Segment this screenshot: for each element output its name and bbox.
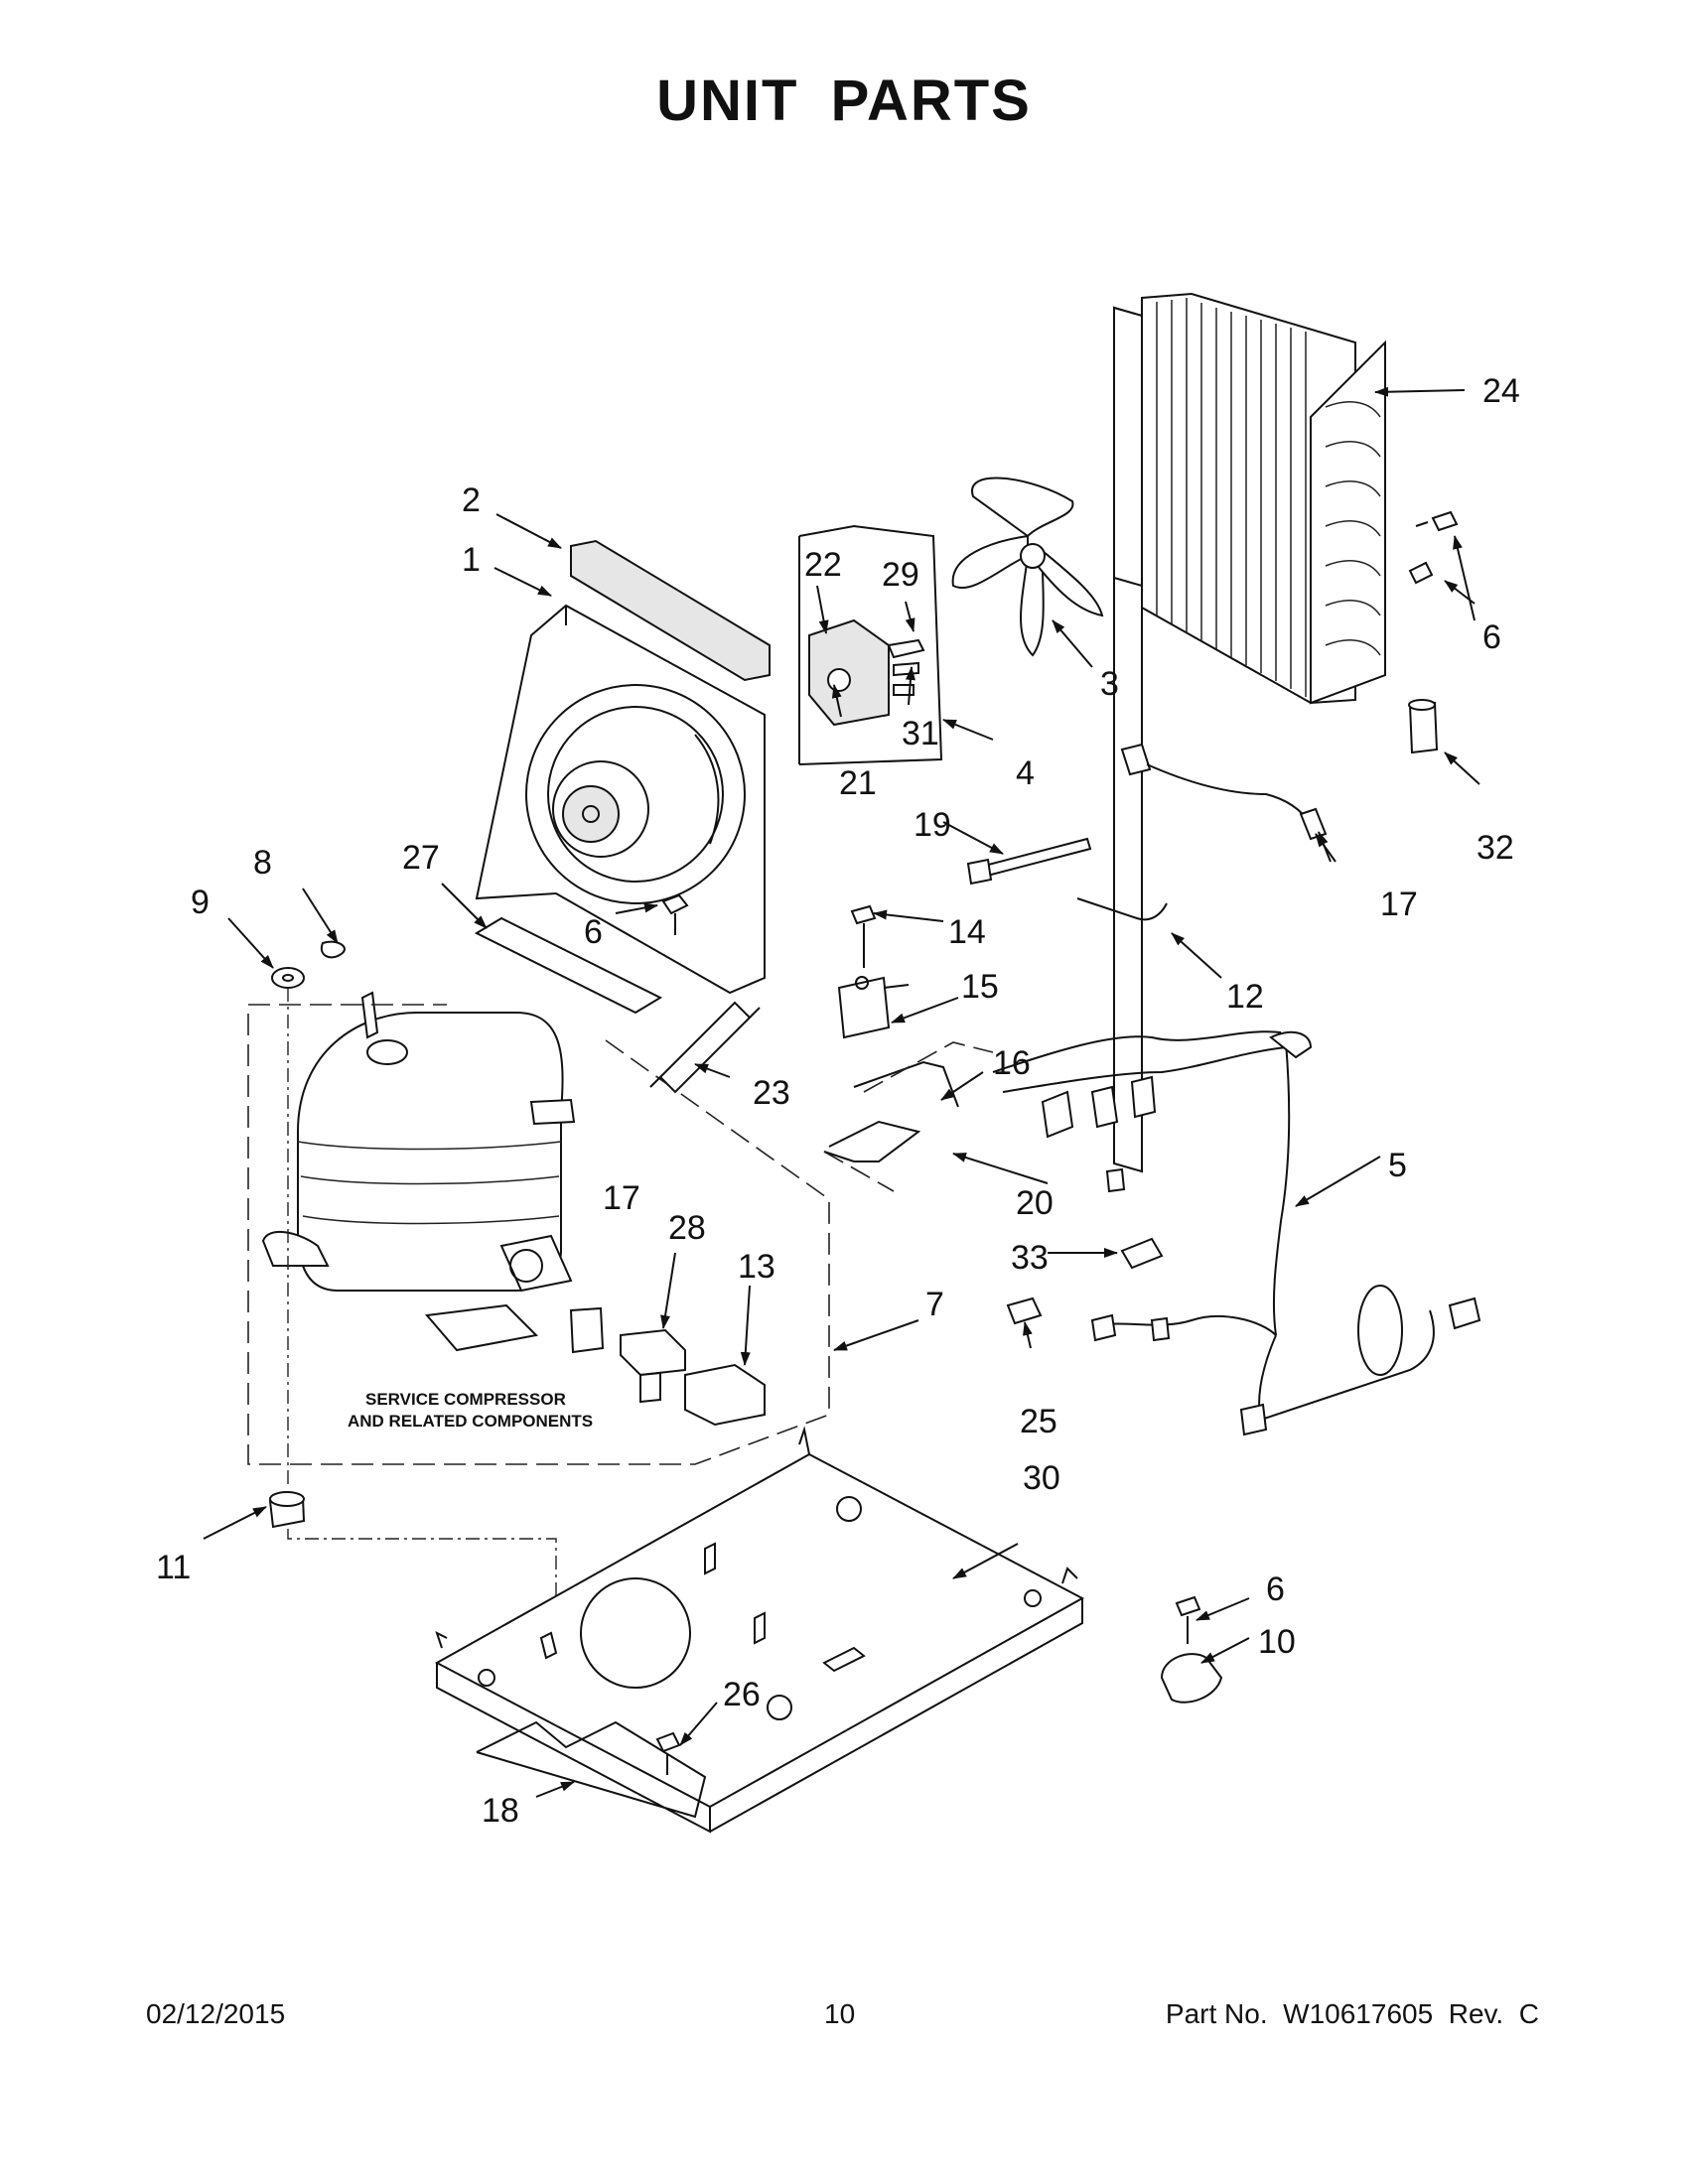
compressor bbox=[261, 991, 576, 1352]
callout-6-clamp: 6 bbox=[1266, 1570, 1285, 1608]
relay-17 bbox=[569, 1306, 605, 1354]
callout-33: 33 bbox=[1011, 1239, 1049, 1277]
callout-6-condenser: 6 bbox=[1482, 618, 1501, 656]
spacer-32 bbox=[1408, 699, 1439, 754]
service-note-line-2: AND RELATED COMPONENTS bbox=[348, 1412, 593, 1431]
leader-lines bbox=[203, 386, 1480, 1798]
callout-18: 18 bbox=[482, 1792, 519, 1830]
service-boundary bbox=[247, 1004, 830, 1465]
capacitor-13 bbox=[684, 1363, 766, 1427]
callout-15: 15 bbox=[961, 968, 999, 1006]
clip-33 bbox=[1120, 1237, 1164, 1270]
callout-22: 22 bbox=[804, 546, 842, 584]
tube-16 bbox=[853, 1060, 959, 1108]
callout-labels: 1 2 3 4 5 6 6 6 6 7 8 9 10 11 12 13 14 1… bbox=[156, 372, 1520, 1830]
callout-16: 16 bbox=[993, 1044, 1031, 1082]
callout-14: 14 bbox=[948, 913, 986, 951]
callout-4: 4 bbox=[1016, 754, 1035, 792]
callout-8: 8 bbox=[253, 844, 272, 882]
callout-6-shroud: 6 bbox=[584, 913, 603, 951]
condenser bbox=[1113, 292, 1386, 1173]
solenoid-coil-15 bbox=[837, 976, 910, 1039]
tube-20 bbox=[823, 1041, 994, 1192]
gasket-18 bbox=[476, 1720, 707, 1819]
callout-30: 30 bbox=[1023, 1459, 1060, 1497]
callout-23: 23 bbox=[753, 1074, 790, 1112]
overload-28 bbox=[620, 1328, 686, 1404]
page-title: UNIT PARTS bbox=[656, 68, 1032, 133]
footer-date: 02/12/2015 bbox=[146, 1998, 286, 2029]
screw-26 bbox=[655, 1731, 681, 1775]
fan-motor-assembly bbox=[798, 524, 943, 765]
tube-12 bbox=[1076, 897, 1168, 921]
callout-26: 26 bbox=[723, 1676, 761, 1713]
cable-tie-19 bbox=[966, 837, 1092, 886]
screw-14 bbox=[850, 904, 877, 968]
callout-17-harness: 17 bbox=[1380, 886, 1418, 923]
harness-17 bbox=[1120, 743, 1328, 841]
callout-29: 29 bbox=[882, 556, 919, 594]
callout-21: 21 bbox=[839, 764, 877, 802]
screw-6-condenser bbox=[1408, 510, 1459, 585]
screw-6-shroud bbox=[661, 893, 689, 935]
callout-31: 31 bbox=[902, 715, 939, 752]
callout-5: 5 bbox=[1388, 1147, 1407, 1184]
filter-drier bbox=[649, 1001, 761, 1094]
callout-11: 11 bbox=[156, 1549, 191, 1586]
base-pan bbox=[434, 1426, 1085, 1834]
callout-9: 9 bbox=[191, 884, 210, 921]
callout-2: 2 bbox=[462, 481, 481, 519]
gasket-2 bbox=[570, 539, 771, 682]
callout-25: 25 bbox=[1020, 1403, 1057, 1440]
callout-27: 27 bbox=[402, 839, 440, 877]
fan-shroud bbox=[475, 604, 766, 995]
callout-24: 24 bbox=[1482, 372, 1520, 410]
clip-8 bbox=[320, 940, 346, 959]
wiring-harness-5 bbox=[992, 1030, 1481, 1436]
clip-25 bbox=[1006, 1297, 1043, 1325]
gasket-27 bbox=[474, 916, 663, 1015]
footer-page-number: 10 bbox=[824, 1998, 856, 2029]
callout-1: 1 bbox=[462, 541, 481, 579]
callout-13: 13 bbox=[738, 1248, 775, 1286]
callout-12: 12 bbox=[1226, 978, 1264, 1016]
grommet-11 bbox=[268, 1491, 306, 1529]
callout-17-relay: 17 bbox=[603, 1179, 640, 1217]
service-note-line-1: SERVICE COMPRESSOR bbox=[365, 1390, 566, 1409]
callout-3: 3 bbox=[1100, 665, 1119, 703]
callout-19: 19 bbox=[914, 806, 951, 844]
callout-32: 32 bbox=[1477, 829, 1514, 867]
callout-20: 20 bbox=[1016, 1184, 1054, 1222]
callout-10: 10 bbox=[1258, 1623, 1296, 1661]
screw-6-clamp bbox=[1175, 1595, 1201, 1644]
grommet-9 bbox=[271, 967, 305, 989]
callout-7: 7 bbox=[925, 1286, 944, 1323]
callout-28: 28 bbox=[668, 1209, 706, 1247]
clamp-10 bbox=[1160, 1653, 1223, 1704]
fan-blade bbox=[951, 477, 1104, 657]
footer-part-number: Part No. W10617605 Rev. C bbox=[1165, 1998, 1539, 2029]
